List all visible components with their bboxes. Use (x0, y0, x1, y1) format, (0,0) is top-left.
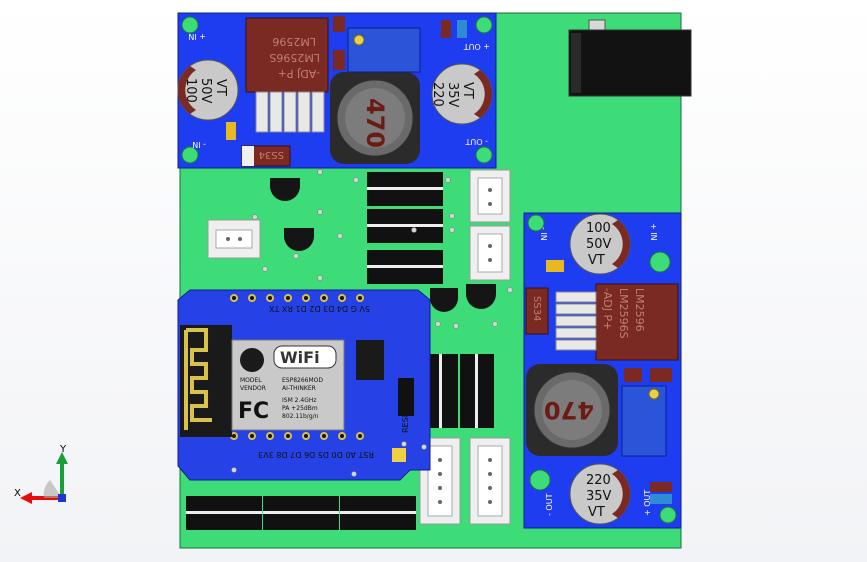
axis-triad[interactable]: X Y (14, 444, 68, 504)
top-buck-module: + IN - IN + OUT - OUT LM2596 LM2596S -AD… (177, 12, 497, 169)
svg-text:100: 100 (586, 221, 611, 236)
right-in-minus-label: - IN (539, 227, 548, 241)
top-in-plus-label: + IN (188, 32, 206, 41)
top-out-minus-label: - OUT (465, 137, 488, 146)
svg-text:PA +25dBm: PA +25dBm (282, 405, 318, 412)
svg-text:VT: VT (213, 79, 228, 96)
svg-text:MODEL: MODEL (240, 377, 262, 384)
dc-barrel-jack (568, 19, 692, 97)
svg-text:WiFi: WiFi (280, 348, 320, 367)
svg-text:470: 470 (361, 98, 389, 148)
svg-text:470: 470 (544, 396, 594, 424)
board-components (186, 169, 511, 530)
svg-text:802.11b/g/n: 802.11b/g/n (282, 413, 319, 420)
top-inductor: 470 (330, 72, 420, 164)
svg-text:ISM 2.4GHz: ISM 2.4GHz (282, 397, 317, 404)
svg-text:LM2596: LM2596 (272, 35, 316, 48)
svg-text:220: 220 (586, 473, 611, 488)
right-buck-module: - IN + IN - OUT + OUT 100 50V VT LM2596 … (523, 212, 682, 529)
svg-text:VT: VT (460, 82, 475, 99)
svg-text:LM2596S: LM2596S (617, 288, 630, 339)
svg-text:SS34: SS34 (259, 149, 284, 160)
right-in-plus-label: + IN (649, 223, 658, 241)
svg-text:ESP8266MOD: ESP8266MOD (282, 377, 323, 384)
top-cap-in: 100 50V VT (177, 59, 239, 121)
axis-y-label: Y (59, 444, 67, 455)
svg-text:50V: 50V (586, 237, 612, 252)
right-out-plus-label: + OUT (643, 490, 652, 516)
svg-text:LM2596S: LM2596S (269, 51, 320, 64)
svg-text:AI-THINKER: AI-THINKER (282, 385, 316, 392)
svg-text:LM2596: LM2596 (633, 288, 646, 332)
wemos-d1-mini: 5V G D4 D3 D2 D1 RX TX RST A0 D0 D5 D6 D… (177, 289, 431, 481)
right-cap-out: 220 35V VT (569, 463, 631, 525)
svg-text:-ADJ P+: -ADJ P+ (601, 288, 614, 330)
right-out-minus-label: - OUT (545, 493, 554, 516)
right-diode (525, 287, 549, 335)
svg-text:220: 220 (430, 82, 445, 107)
svg-text:VT: VT (588, 505, 605, 520)
right-trimpot (621, 385, 667, 457)
svg-text:VENDOR: VENDOR (240, 385, 266, 392)
right-inductor: 470 (526, 364, 618, 456)
svg-text:FC: FC (238, 399, 269, 424)
top-in-minus-label: - IN (192, 140, 206, 149)
svg-text:35V: 35V (586, 489, 612, 504)
wemos-bottom-pins: RST A0 D0 D5 D6 D7 D8 3V3 (258, 450, 374, 459)
svg-text:VT: VT (588, 253, 605, 268)
svg-text:SS34: SS34 (531, 296, 542, 321)
svg-text:-ADJ P+: -ADJ P+ (278, 67, 320, 80)
right-cap-in: 100 50V VT (569, 213, 631, 275)
vias (231, 169, 513, 477)
svg-text:35V: 35V (445, 82, 460, 108)
svg-text:100: 100 (183, 78, 198, 103)
svg-text:50V: 50V (198, 78, 213, 104)
right-lm2596-chip (595, 283, 679, 361)
axis-x-label: X (14, 488, 21, 499)
top-cap-out: 220 35V VT (430, 63, 493, 125)
top-lm2596-chip (245, 17, 329, 93)
top-out-plus-label: + OUT (464, 42, 490, 51)
reset-label: RESET (401, 407, 410, 433)
wemos-top-pins: 5V G D4 D3 D2 D1 RX TX (269, 304, 370, 313)
